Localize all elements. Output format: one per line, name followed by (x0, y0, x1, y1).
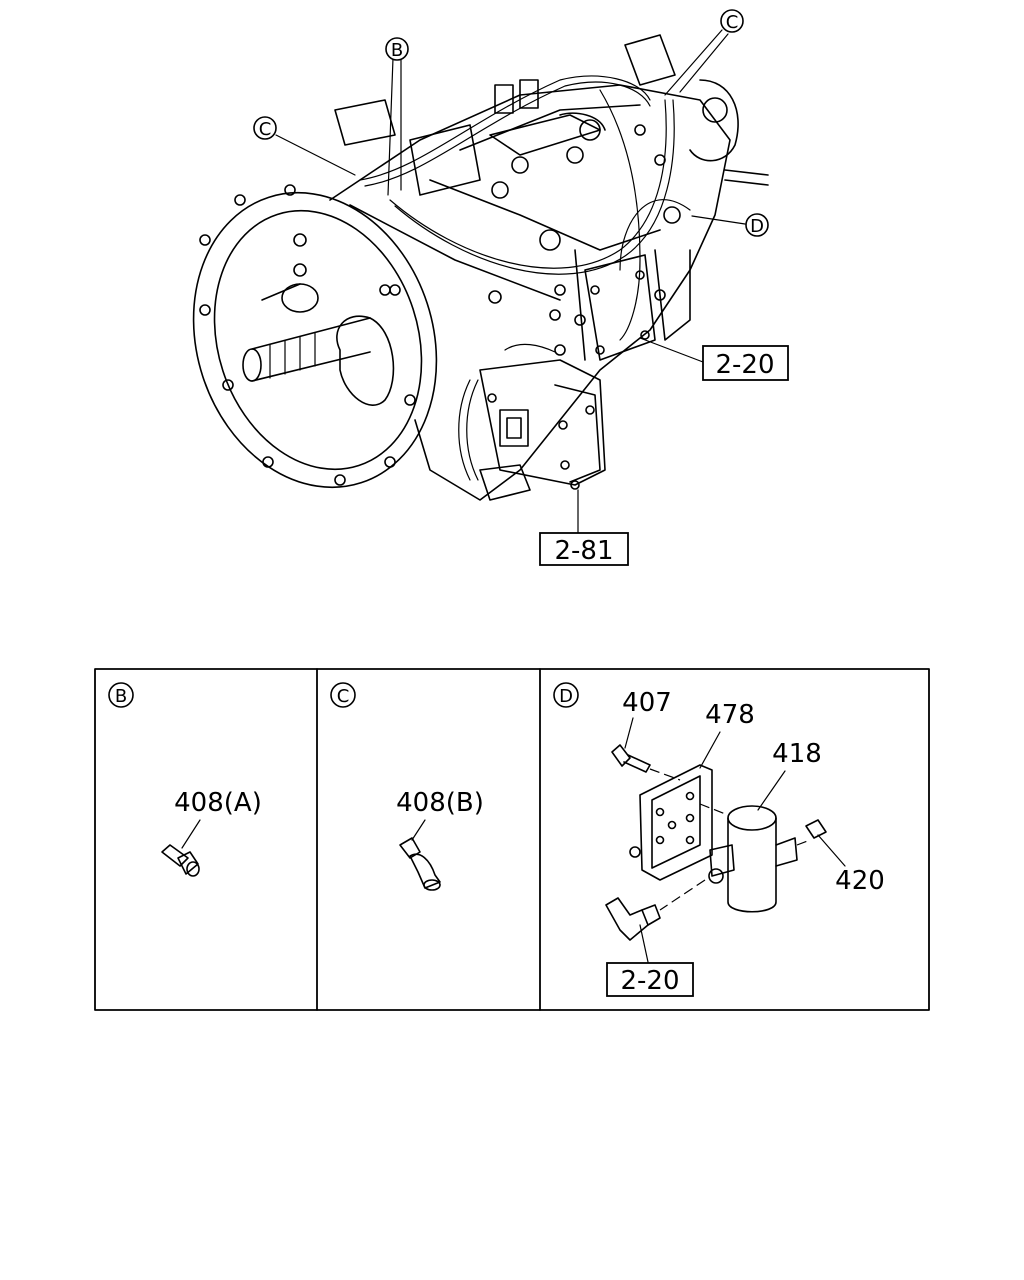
ref-box-2-81: 2-81 (539, 532, 629, 566)
side-cover (574, 206, 691, 361)
pto-pump (479, 359, 606, 501)
callout-d-right: D (745, 213, 769, 237)
air-tubes (359, 75, 691, 481)
panel-c-circle: C (330, 682, 356, 708)
bracket-478 (629, 764, 729, 881)
transmission-assembly (192, 29, 769, 536)
callout-c-right: C (720, 9, 744, 33)
part-label-420: 420 (835, 866, 885, 896)
fitting-408a (161, 844, 200, 877)
part-label-407: 407 (622, 688, 672, 718)
part-label-418: 418 (772, 739, 822, 769)
part-label-408a: 408(A) (174, 788, 262, 818)
shift-tower (334, 79, 606, 251)
panel-d: D 407 478 418 420 2-20 (553, 682, 885, 997)
panel-c: C 408(B) (330, 682, 484, 891)
callout-c-left: C (253, 116, 277, 140)
svg-text:C: C (337, 686, 350, 707)
svg-text:B: B (115, 686, 127, 707)
svg-text:B: B (391, 40, 403, 61)
panel-b-circle: B (108, 682, 134, 708)
input-shaft (242, 283, 371, 382)
elbow-fitting-408b (399, 837, 441, 891)
case-bolts (293, 124, 666, 356)
ref-box-panel-d: 2-20 (606, 962, 694, 997)
rear-valve (624, 34, 769, 186)
elbow-connector (605, 897, 661, 941)
bell-housing-bolts (199, 184, 416, 486)
svg-text:C: C (726, 12, 739, 33)
panel-d-circle: D (553, 682, 579, 708)
part-label-408b: 408(B) (396, 788, 484, 818)
valve-body-418 (659, 805, 811, 913)
svg-text:D: D (750, 216, 764, 237)
svg-text:2-20: 2-20 (715, 350, 774, 380)
svg-text:2-20: 2-20 (620, 966, 679, 996)
svg-text:D: D (559, 686, 573, 707)
svg-text:C: C (259, 119, 272, 140)
svg-text:2-81: 2-81 (554, 536, 613, 566)
part-label-478: 478 (705, 700, 755, 730)
callout-b-top: B (385, 37, 409, 61)
ref-box-2-20: 2-20 (702, 345, 789, 381)
bolt-407 (611, 744, 681, 781)
plug-420 (805, 819, 827, 839)
panel-b: B 408(A) (108, 682, 262, 877)
detail-panels (94, 668, 930, 1011)
